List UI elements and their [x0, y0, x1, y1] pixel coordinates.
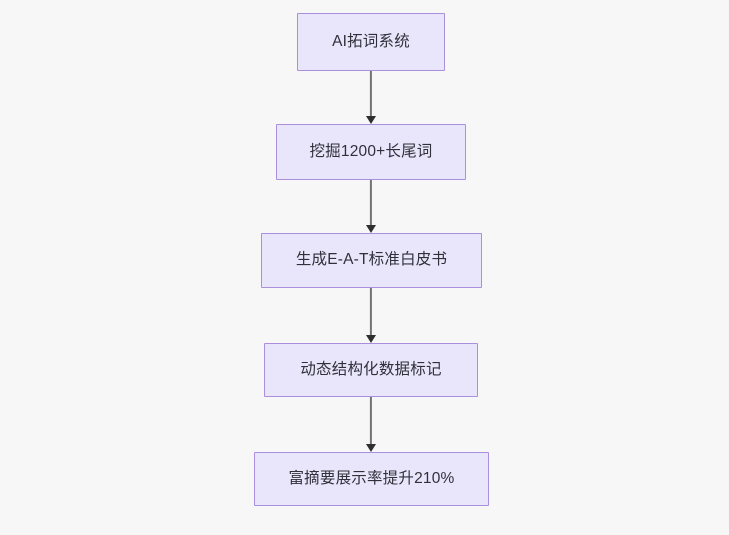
edge-line [369, 288, 373, 336]
flow-node-ai-keyword-system[interactable]: AI拓词系统 [297, 13, 445, 71]
flow-edge-3-to-4 [361, 288, 381, 343]
flow-node-dynamic-structured-data-markup[interactable]: 动态结构化数据标记 [264, 343, 478, 397]
flow-node-label: 挖掘1200+长尾词 [309, 142, 433, 160]
flow-node-rich-snippet-impression-lift[interactable]: 富摘要展示率提升210% [254, 452, 489, 506]
flow-edge-2-to-3 [361, 180, 381, 233]
flow-node-label: 动态结构化数据标记 [300, 360, 442, 378]
arrowhead-icon [366, 115, 376, 124]
flow-node-label: AI拓词系统 [332, 32, 410, 50]
flow-edge-4-to-5 [361, 397, 381, 452]
flow-node-mine-longtail-keywords[interactable]: 挖掘1200+长尾词 [276, 124, 466, 180]
arrowhead-icon [366, 443, 376, 452]
arrowhead-icon [366, 334, 376, 343]
edge-line [369, 180, 373, 226]
flow-node-generate-eat-whitepaper[interactable]: 生成E-A-T标准白皮书 [261, 233, 482, 288]
flow-node-label: 富摘要展示率提升210% [288, 469, 455, 487]
flow-node-label: 生成E-A-T标准白皮书 [295, 251, 448, 269]
edge-line [369, 397, 373, 445]
flow-edge-1-to-2 [361, 71, 381, 124]
arrowhead-icon [366, 224, 376, 233]
edge-line [369, 71, 373, 117]
